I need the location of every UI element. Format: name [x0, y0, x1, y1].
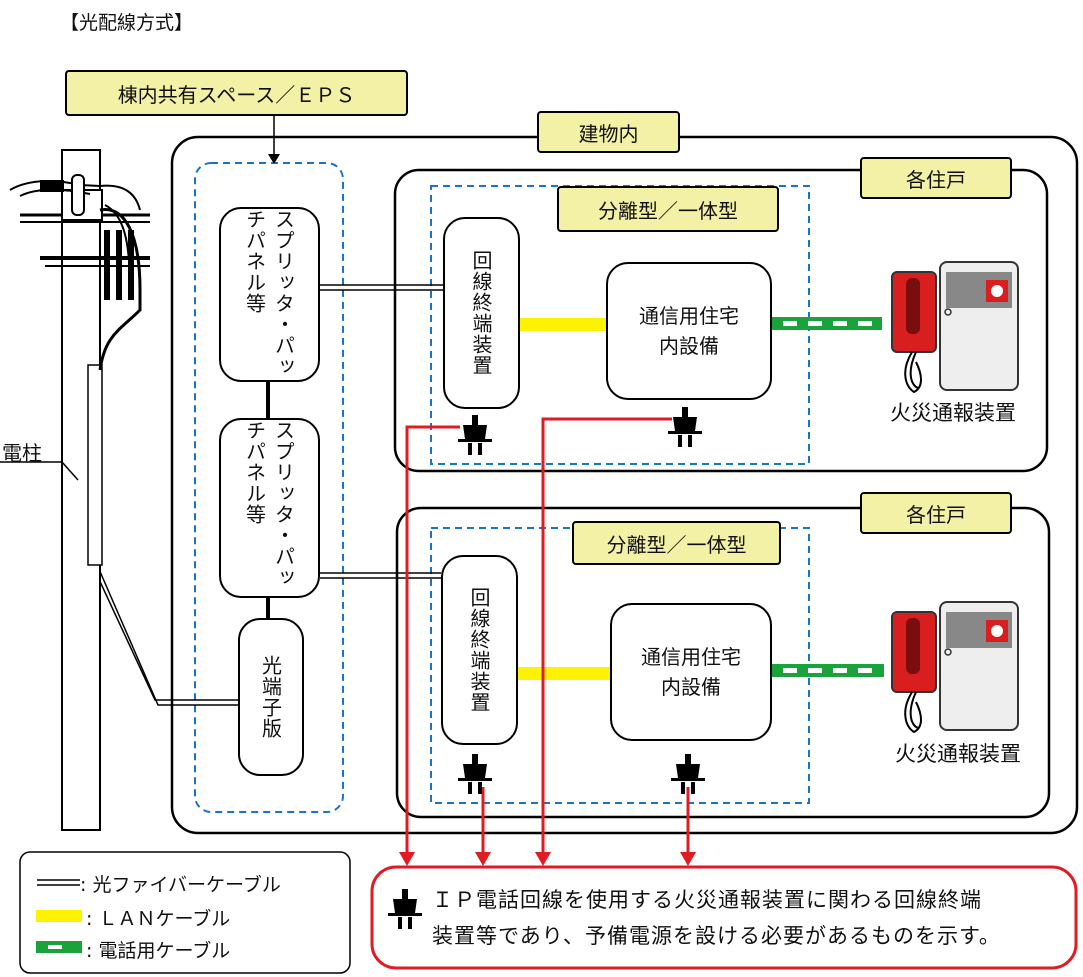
note-line2: 装置等であり、予備電源を設ける必要があるものを示す。	[432, 924, 1001, 948]
unit-label-1: 各住戸	[860, 157, 1012, 199]
home-comm-device-1: 通信用住宅 内設備	[606, 262, 772, 400]
home-device-label-line1: 通信用住宅	[639, 304, 739, 328]
fire-alarm-phone-icon	[891, 601, 1019, 733]
fire-alarm-phone-icon	[891, 261, 1019, 393]
home-device-label-line1: 通信用住宅	[641, 645, 741, 669]
fire-device-label-2: 火災通報装置	[895, 742, 1021, 766]
type-label-1: 分離型／一体型	[557, 186, 779, 232]
unit-label-2: 各住戸	[860, 492, 1012, 534]
splitter-panel-1: スプリッタ・パッチパネル等	[219, 207, 320, 382]
fire-device-label-1: 火災通報装置	[890, 401, 1016, 425]
legend-fiber: : 光ファイバーケーブル	[80, 874, 281, 896]
pole-label: 電柱	[2, 441, 42, 465]
note-line1: ＩＰ電話回線を使用する火災通報装置に関わる回線終端	[432, 888, 982, 912]
type-label-2: 分離型／一体型	[572, 521, 781, 565]
legend-lan: : ＬＡＮケーブル	[86, 908, 231, 930]
page-title: 【光配線方式】	[60, 12, 194, 34]
onu-device-1: 回線終端装置	[443, 217, 520, 409]
legend-box	[19, 851, 351, 974]
home-device-label-line2: 内設備	[659, 334, 719, 358]
splitter-panel-2: スプリッタ・パッチパネル等	[219, 418, 320, 598]
power-lines	[405, 417, 690, 860]
unit-outline-2	[395, 506, 1051, 819]
building-label: 建物内	[537, 111, 680, 153]
utility-pole-icon	[0, 149, 150, 831]
unit-outline-1	[393, 168, 1049, 473]
lan-cable-1	[520, 318, 608, 331]
phone-cable-2	[772, 664, 884, 677]
phone-cable-1	[772, 317, 882, 330]
eps-label: 棟内共有スペース／ＥＰＳ	[65, 70, 408, 116]
eps-dashed-region	[194, 162, 344, 813]
legend-phone: : 電話用ケーブル	[86, 940, 231, 962]
home-comm-device-2: 通信用住宅 内設備	[610, 603, 772, 741]
home-device-label-line2: 内設備	[661, 675, 721, 699]
note-box	[370, 865, 1078, 970]
onu-device-2: 回線終端装置	[441, 555, 518, 745]
unit-dashed-region-2	[430, 527, 810, 804]
optical-terminal-board: 光端子版	[238, 618, 304, 776]
lan-cable-2	[518, 667, 610, 680]
